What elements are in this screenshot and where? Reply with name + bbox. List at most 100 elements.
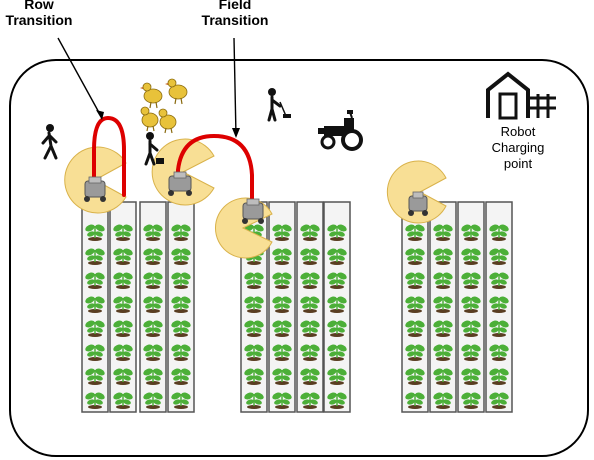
plant-icon xyxy=(113,272,133,289)
plant-icon xyxy=(405,272,425,289)
plant-icon xyxy=(85,320,105,337)
row-transition-arrowhead xyxy=(96,110,104,120)
plant-icon xyxy=(113,296,133,313)
plant-icon xyxy=(244,296,264,313)
robot-icon xyxy=(84,176,106,202)
robot-icon xyxy=(242,198,264,224)
sensor-footprint xyxy=(64,146,127,214)
plant-icon xyxy=(433,392,453,409)
plant-icon xyxy=(244,392,264,409)
plant-icon xyxy=(405,224,425,241)
plant-icon xyxy=(461,392,481,409)
plant-icon xyxy=(489,272,509,289)
plant-icon xyxy=(461,248,481,265)
plant-icon xyxy=(489,224,509,241)
plant-icon xyxy=(143,320,163,337)
plant-icon xyxy=(171,320,191,337)
plant-icon xyxy=(244,368,264,385)
plant-icon xyxy=(405,248,425,265)
plant-icon xyxy=(143,272,163,289)
plant-icon xyxy=(461,344,481,361)
plant-icon xyxy=(272,296,292,313)
field-transition-label: Field Transition xyxy=(201,0,269,28)
plant-icon xyxy=(85,296,105,313)
plant-icon xyxy=(113,248,133,265)
plant-icon xyxy=(489,320,509,337)
tractor-icon xyxy=(318,110,363,151)
robot-icon xyxy=(408,191,428,216)
plant-icon xyxy=(327,320,347,337)
chicken-icon xyxy=(158,108,177,134)
plant-icon xyxy=(171,296,191,313)
chicken-icon xyxy=(140,82,163,109)
plant-icon xyxy=(433,224,453,241)
plant-icon xyxy=(461,296,481,313)
plant-icon xyxy=(489,368,509,385)
row-transition-label: Row Transition xyxy=(5,0,73,28)
plant-icon xyxy=(171,272,191,289)
plant-icon xyxy=(171,248,191,265)
charging-station-icon xyxy=(486,71,556,120)
plant-icon xyxy=(433,248,453,265)
plant-icon xyxy=(85,248,105,265)
plant-icon xyxy=(171,344,191,361)
plant-icon xyxy=(113,392,133,409)
chicken-icon xyxy=(140,106,159,132)
plant-icon xyxy=(405,320,425,337)
plant-icon xyxy=(327,272,347,289)
plant-icon xyxy=(327,224,347,241)
chicken-icon xyxy=(165,78,188,105)
plant-icon xyxy=(143,248,163,265)
charging-point-label: Robot Charging point xyxy=(491,124,545,171)
plant-icon xyxy=(433,272,453,289)
plant-icon xyxy=(433,344,453,361)
plant-icon xyxy=(327,344,347,361)
plant-icon xyxy=(244,272,264,289)
plant-icon xyxy=(300,392,320,409)
plant-icon xyxy=(405,344,425,361)
plant-icon xyxy=(113,344,133,361)
person-walking-icon xyxy=(41,124,58,160)
plant-icon xyxy=(85,224,105,241)
plant-icon xyxy=(171,392,191,409)
plant-icon xyxy=(489,248,509,265)
plant-icon xyxy=(300,248,320,265)
plant-icon xyxy=(327,248,347,265)
plant-icon xyxy=(489,296,509,313)
plant-icon xyxy=(85,392,105,409)
plant-icon xyxy=(405,368,425,385)
plant-icon xyxy=(433,296,453,313)
plant-icon xyxy=(405,392,425,409)
plant-icon xyxy=(272,368,292,385)
plants-layer xyxy=(85,224,509,409)
plant-icon xyxy=(113,320,133,337)
plant-icon xyxy=(272,392,292,409)
plant-icon xyxy=(143,224,163,241)
plant-icon xyxy=(300,368,320,385)
row-transition-path xyxy=(92,115,126,197)
plant-icon xyxy=(171,224,191,241)
plant-icon xyxy=(143,392,163,409)
plant-icon xyxy=(300,224,320,241)
plant-icon xyxy=(272,224,292,241)
plant-icon xyxy=(85,344,105,361)
plant-icon xyxy=(113,368,133,385)
plant-icon xyxy=(272,272,292,289)
plant-icon xyxy=(461,320,481,337)
plant-icon xyxy=(327,296,347,313)
field-transition-pointer xyxy=(233,37,237,137)
plant-icon xyxy=(489,344,509,361)
plant-icon xyxy=(300,344,320,361)
plant-icon xyxy=(85,272,105,289)
row-transition-pointer xyxy=(57,37,103,119)
plant-icon xyxy=(300,320,320,337)
plant-icon xyxy=(461,272,481,289)
plant-icon xyxy=(272,248,292,265)
plant-icon xyxy=(143,368,163,385)
plant-icon xyxy=(272,320,292,337)
chickens-group xyxy=(140,78,188,134)
field-transition-arrowhead xyxy=(232,128,240,138)
plant-icon xyxy=(244,344,264,361)
plant-icon xyxy=(171,368,191,385)
